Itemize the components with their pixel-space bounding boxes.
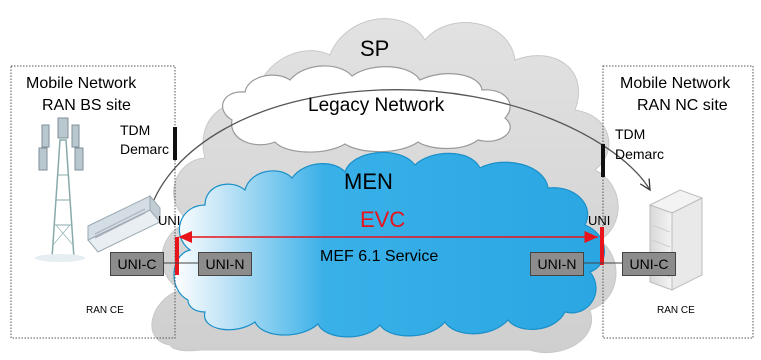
right-site-title-line2: RAN NC site [637, 97, 728, 114]
left-uni-c-tag: UNI-C [110, 252, 164, 276]
legacy-network-label: Legacy Network [308, 95, 445, 116]
right-ran-ce-label: RAN CE [657, 305, 695, 316]
sp-label: SP [360, 36, 390, 61]
left-site-title-line1: Mobile Network [26, 75, 137, 92]
left-uni-bar [175, 237, 179, 275]
left-ran-ce-label: RAN CE [86, 305, 124, 316]
left-site-title-line2: RAN BS site [42, 97, 131, 114]
evc-label: EVC [360, 207, 406, 232]
tdm-path-arrow [150, 89, 650, 210]
right-uni-bar [600, 227, 604, 265]
ran-bs-equipment-icon [87, 194, 161, 253]
left-uni-label: UNI [158, 213, 181, 228]
right-uni-c-tag: UNI-C [622, 252, 676, 276]
right-site-title-line1: Mobile Network [620, 75, 731, 92]
service-label: MEF 6.1 Service [320, 248, 439, 265]
left-demarc-label: Demarc [120, 141, 170, 157]
right-tdm-demarc-bar [601, 144, 605, 177]
left-tdm-label: TDM [120, 122, 151, 138]
left-tdm-demarc-bar [173, 127, 177, 160]
men-label: MEN [344, 169, 393, 194]
right-uni-n-tag: UNI-N [530, 252, 584, 276]
legacy-network-cloud [221, 65, 511, 153]
right-uni-label: UNI [588, 213, 611, 228]
right-demarc-label: Demarc [615, 146, 665, 162]
cell-tower-icon [35, 117, 85, 262]
left-uni-n-tag: UNI-N [198, 252, 252, 276]
right-tdm-label: TDM [615, 126, 646, 142]
